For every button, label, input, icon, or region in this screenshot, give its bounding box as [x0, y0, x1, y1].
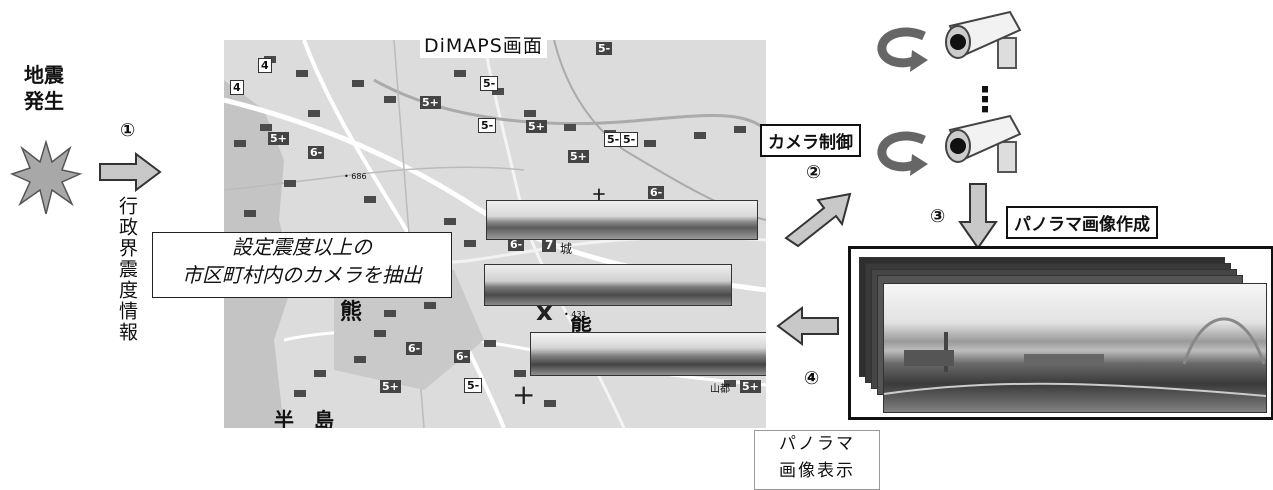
rotate-arrow-icon	[877, 27, 928, 72]
intensity-badge: 5+	[740, 380, 761, 393]
intensity-badge: 7	[542, 238, 557, 252]
panorama-display-label: パノラマ 画像表示	[754, 430, 880, 490]
place-label: 山都	[710, 384, 730, 395]
earthquake-burst-icon	[10, 139, 82, 215]
step2-number: ②	[806, 162, 822, 183]
intensity-badge: 5+	[380, 380, 401, 393]
intensity-badge: 5-	[620, 132, 639, 147]
extract-line-1: 設定震度以上の	[232, 235, 372, 259]
panorama-create-label: パノラマ画像作成	[1006, 206, 1158, 239]
camera-icon	[945, 114, 1022, 173]
extract-cameras-callout: 設定震度以上の 市区町村内のカメラを抽出	[152, 232, 452, 298]
intensity-badge: 6-	[454, 350, 471, 363]
intensity-badge: 5-	[478, 118, 497, 133]
map-panorama-strip-1[interactable]	[486, 200, 758, 240]
map-panorama-strip-3[interactable]	[530, 332, 766, 376]
badge-row: 4 4 5+ 5- 5+ 5+ 5- 6- 5+ 5- 5- 6- 7 6- 5…	[224, 40, 766, 428]
intensity-badge: 5-	[596, 42, 613, 55]
place-label: 熊	[340, 300, 363, 325]
intensity-badge: 6-	[648, 186, 665, 199]
intensity-badge: 5+	[568, 150, 589, 163]
extract-line-2: 市区町村内のカメラを抽出	[182, 263, 422, 287]
step4-number: ④	[804, 368, 820, 389]
intensity-badge: 4	[258, 58, 272, 73]
svg-text:+: +	[512, 378, 535, 411]
intensity-badge: 6-	[308, 146, 325, 159]
intensity-badge: 6-	[508, 238, 525, 251]
map-panorama-strip-2[interactable]	[484, 264, 732, 306]
step1-arrow-icon	[99, 152, 162, 192]
dots: ⋮	[968, 80, 1002, 120]
place-label: • 431	[564, 310, 587, 319]
panorama-scene	[884, 317, 1266, 397]
intensity-badge: 5+	[420, 96, 441, 109]
place-label: • 686	[344, 172, 367, 181]
camera-icon	[945, 10, 1022, 69]
place-label: 半 島	[274, 408, 334, 428]
place-label: 城	[560, 242, 573, 256]
panorama-main-image[interactable]	[883, 283, 1267, 413]
dimaps-map: x + 4 4 5+ 5- 5+ 5+ 5- 6- 5+ 5- 5- 6- 7 …	[224, 40, 766, 428]
step1-label: 行政界震度情報	[116, 196, 138, 343]
panorama-output-frame	[848, 246, 1273, 420]
intensity-badge: 5-	[480, 76, 499, 91]
intensity-badge: 4	[230, 80, 244, 95]
intensity-badge: 6-	[406, 342, 423, 355]
earthquake-title: 地震 発生	[24, 63, 64, 113]
step3-arrow-icon	[958, 183, 998, 250]
intensity-badge: 5+	[268, 132, 289, 145]
step1-number: ①	[120, 120, 136, 141]
map-title: DiMAPS画面	[420, 31, 547, 58]
intensity-badge: 5-	[464, 378, 483, 393]
intensity-badge: 5+	[526, 120, 547, 133]
rotate-arrow-icon	[877, 131, 928, 176]
step2-arrow-icon	[784, 192, 852, 248]
step3-number: ③	[930, 206, 946, 227]
camera-control-label: カメラ制御	[760, 124, 861, 157]
step4-arrow-icon	[776, 306, 839, 346]
